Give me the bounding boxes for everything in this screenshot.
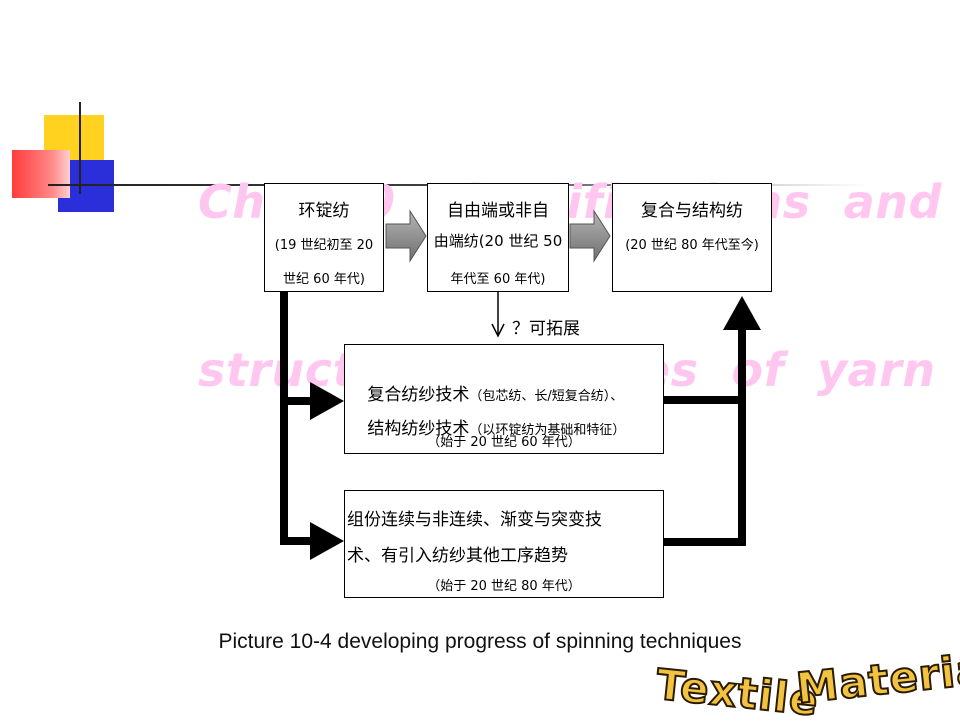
box4-line2: 结构纺纱技术（以环锭纺为基础和特征） xyxy=(345,395,665,458)
branch-to-box5 xyxy=(280,537,310,545)
box4-line1-note: （包芯纺、长/短复合纺）、 xyxy=(469,389,624,404)
box1-line3: 世纪 60 年代) xyxy=(283,272,365,287)
box5-right-connector xyxy=(662,538,746,546)
box-composite-spinning-tech: 复合纺纱技术（包芯纺、长/短复合纺）、 结构纺纱技术（以环锭纺为基础和特征） （… xyxy=(344,344,664,454)
arrowhead-to-box3 xyxy=(723,296,761,330)
box-open-end-spinning: 自由端或非自 由端纺(20 世纪 50 年代至 60 年代) xyxy=(427,183,569,292)
box4-line3: （始于 20 世纪 60 年代） xyxy=(427,435,581,450)
box2-line1: 自由端或非自 xyxy=(447,201,549,221)
box4-line1: 复合纺纱技术（包芯纺、长/短复合纺）、 xyxy=(345,361,665,424)
box2-line2: 由端纺(20 世纪 50 xyxy=(433,232,563,250)
box3-line2: (20 世纪 80 年代至今) xyxy=(625,238,759,253)
right-trunk-line xyxy=(738,330,746,546)
box5-line2: 术、有引入纺纱其他工序趋势 xyxy=(347,546,568,566)
figure-caption: Picture 10-4 developing progress of spin… xyxy=(218,630,742,653)
arrow-box2-down-head xyxy=(491,323,505,338)
arrowhead-to-box5 xyxy=(310,522,344,560)
branch-to-box4 xyxy=(280,397,310,405)
arrowhead-to-box4 xyxy=(310,382,344,420)
deco-red-square xyxy=(12,150,70,198)
box2-line3: 年代至 60 年代) xyxy=(450,272,546,287)
box5-line3: （始于 20 世纪 80 年代） xyxy=(427,579,581,594)
box4-right-connector xyxy=(662,396,746,404)
left-trunk-line xyxy=(280,292,288,545)
box4-line2-main: 结构纺纱技术 xyxy=(367,419,470,439)
box-component-continuity-tech: 组份连续与非连续、渐变与突变技 术、有引入纺纱其他工序趋势 （始于 20 世纪 … xyxy=(344,490,664,598)
arrow-box1-to-box2 xyxy=(385,209,427,263)
box5-line1: 组份连续与非连续、渐变与突变技 xyxy=(347,510,602,530)
box4-line1-main: 复合纺纱技术 xyxy=(367,385,470,405)
box-composite-structural-spinning: 复合与结构纺 (20 世纪 80 年代至今) xyxy=(612,183,772,292)
arrow-box2-to-box3 xyxy=(569,209,611,263)
box3-line1: 复合与结构纺 xyxy=(641,201,743,221)
box-ring-spinning: 环锭纺 (19 世纪初至 20 世纪 60 年代) xyxy=(264,183,384,292)
deco-vertical-line xyxy=(79,102,81,194)
box4-line2-note: （以环锭纺为基础和特征） xyxy=(469,423,626,438)
box1-line1: 环锭纺 xyxy=(298,201,350,221)
expand-label: ？可拓展 xyxy=(512,319,580,339)
box1-line2: (19 世纪初至 20 xyxy=(274,238,374,253)
